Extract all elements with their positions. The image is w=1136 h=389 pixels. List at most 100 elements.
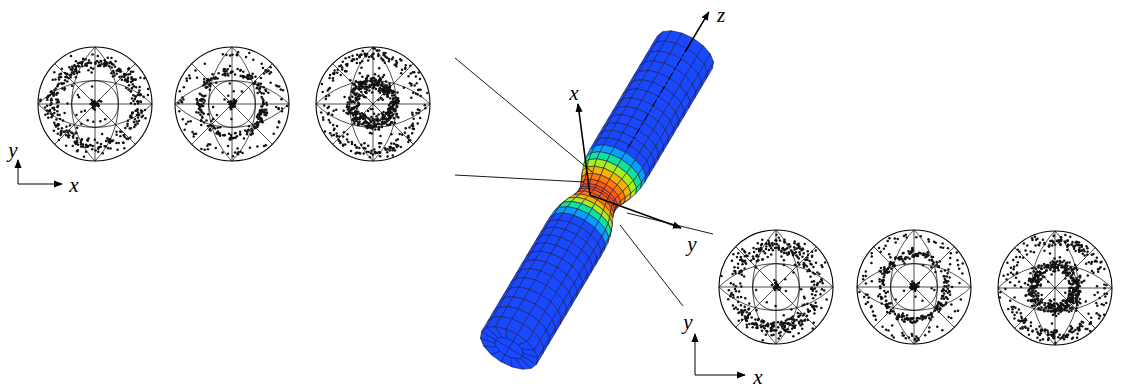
pole-point (116, 149, 119, 152)
pole-point (797, 312, 800, 315)
pole-point (732, 253, 735, 256)
pole-point (209, 85, 212, 88)
pole-point (131, 111, 134, 114)
pole-point (775, 234, 778, 237)
pole-point (778, 249, 781, 252)
pole-point (366, 53, 369, 56)
pole-point (141, 110, 144, 113)
pole-point (66, 76, 69, 79)
pole-point (87, 145, 90, 148)
pole-point (256, 86, 259, 89)
pole-point (256, 145, 259, 148)
pole-point (372, 53, 375, 56)
pole-point (419, 95, 422, 98)
pole-point (416, 122, 419, 125)
pole-point (121, 79, 124, 82)
pole-point (129, 136, 132, 139)
pole-point (756, 260, 759, 263)
pole-point (382, 90, 385, 93)
pole-point (266, 104, 269, 107)
pole-point (127, 120, 130, 123)
pole-point (752, 247, 755, 250)
pole-point (735, 290, 738, 293)
pole-point (123, 134, 126, 137)
pole-point (129, 73, 132, 76)
pole-point (75, 114, 78, 117)
pole-point (351, 91, 354, 94)
pole-point (132, 100, 135, 103)
pole-point (325, 98, 328, 101)
pole-point (760, 320, 763, 323)
pole-point (793, 319, 796, 322)
pole-point (105, 140, 108, 143)
pole-point (770, 253, 773, 256)
pole-point (136, 114, 139, 117)
pole-point (251, 77, 254, 80)
pole-point (756, 323, 759, 326)
pole-point (412, 91, 415, 94)
pole-point (813, 273, 816, 276)
pole-point (392, 109, 395, 112)
pole-point (772, 323, 775, 326)
pole-point (260, 62, 263, 64)
pole-point (207, 125, 210, 128)
pole-point (778, 236, 781, 239)
pole-point (75, 60, 78, 63)
pole-point (731, 273, 734, 276)
pole-point (819, 281, 822, 284)
pole-point (370, 78, 373, 81)
pole-point (807, 311, 810, 314)
pole-point (803, 266, 806, 269)
pole-point (783, 325, 786, 328)
pole-point (741, 314, 744, 317)
pole-point (365, 120, 368, 123)
pole-point (386, 124, 389, 127)
pole-point (215, 82, 218, 85)
pole-point (807, 319, 810, 322)
pole-point (775, 329, 778, 332)
pole-point (261, 108, 264, 111)
pole-point (269, 66, 272, 69)
pole-point (382, 59, 385, 62)
grid-line (175, 104, 289, 105)
pole-point (368, 84, 371, 87)
pole-point (122, 142, 125, 145)
pole-point (229, 65, 232, 68)
pole-point (812, 321, 815, 324)
pole-point (768, 241, 771, 244)
pole-point (139, 76, 142, 79)
pole-point (73, 64, 76, 67)
pole-point (346, 138, 349, 141)
pole-point (200, 109, 203, 112)
grid-line (55, 64, 136, 145)
pole-point (80, 145, 83, 148)
pole-point (417, 89, 420, 92)
pole-point (89, 144, 92, 147)
pole-point (97, 147, 100, 150)
pole-point (223, 98, 226, 101)
pole-point (278, 120, 281, 123)
pole-point (94, 149, 97, 152)
pole-point (367, 59, 370, 62)
pole-point (359, 115, 362, 118)
grid-line (192, 64, 273, 145)
pole-point (787, 322, 790, 325)
pole-point (320, 111, 323, 114)
pole-point (816, 282, 819, 285)
pole-point (81, 65, 84, 68)
pole-point (367, 110, 370, 113)
pole-point (797, 261, 800, 264)
pole-point (380, 97, 383, 100)
pole-point (72, 134, 75, 137)
pole-point (321, 83, 324, 86)
pole-point (407, 75, 410, 78)
pole-point (101, 133, 104, 136)
pole-point (728, 289, 731, 292)
pole-point (761, 320, 764, 323)
pole-point (793, 326, 796, 329)
pole-point (393, 147, 396, 150)
pole-point (357, 81, 360, 84)
pole-point (262, 86, 265, 89)
pole-point (740, 285, 743, 288)
pole-point (373, 124, 376, 127)
